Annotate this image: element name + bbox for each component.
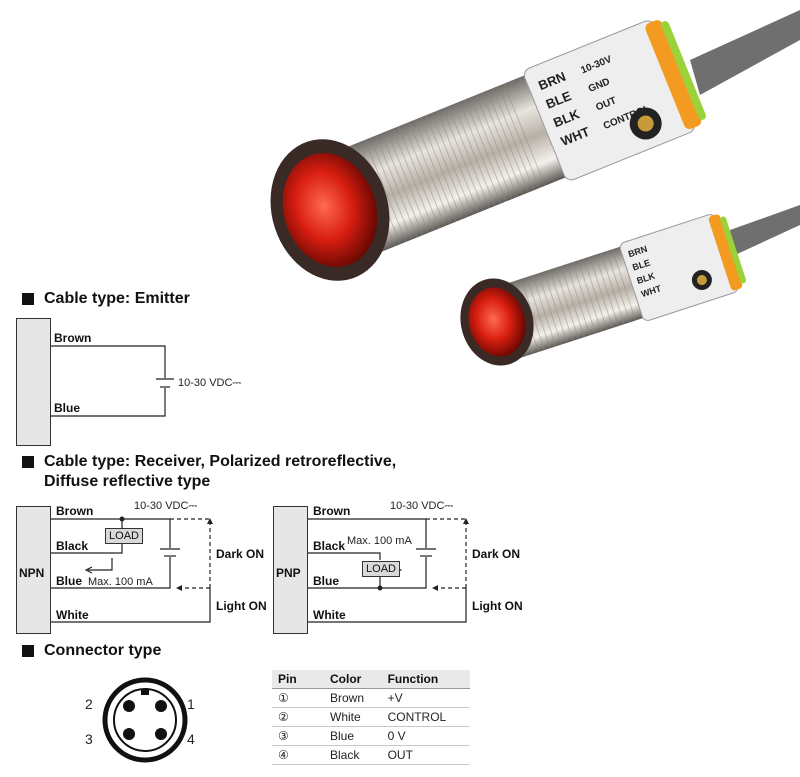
connector-pin-2 xyxy=(123,700,135,712)
emitter-wire-brown: Brown xyxy=(54,331,92,345)
npn-supply-label: 10-30 VDC⎓ xyxy=(134,500,198,512)
pnp-sensor-box xyxy=(273,506,308,634)
table-cell-function: OUT xyxy=(381,745,470,765)
connector-section-heading: Connector type xyxy=(22,641,161,661)
pnp-max-current: Max. 100 mA xyxy=(347,535,412,547)
pnp-wire-white: White xyxy=(313,608,346,622)
npn-sensor-box xyxy=(16,506,51,634)
emitter-wire-blue: Blue xyxy=(54,401,81,415)
receiver-section-heading: Cable type: Receiver, Polarized retroref… xyxy=(22,452,396,492)
table-cell-function: 0 V xyxy=(381,726,470,746)
table-row: ② White CONTROL xyxy=(272,707,470,727)
table-row: ① Brown +V xyxy=(272,688,470,708)
connector-pin-3 xyxy=(123,728,135,740)
table-cell-color: Brown xyxy=(324,688,382,708)
connector-pin-label-4: 4 xyxy=(187,731,195,747)
table-header-function: Function xyxy=(381,670,470,689)
pnp-wire-brown: Brown xyxy=(313,504,351,518)
heading-bullet xyxy=(22,645,34,657)
emitter-supply-label: 10-30 VDC⎓ xyxy=(178,377,242,389)
npn-dark-on: Dark ON xyxy=(216,547,265,561)
pnp-dark-on: Dark ON xyxy=(472,547,521,561)
connector-pin-label-2: 2 xyxy=(85,696,93,712)
table-cell-color: Blue xyxy=(324,726,382,746)
table-header-color: Color xyxy=(324,670,382,689)
table-cell-function: CONTROL xyxy=(381,707,470,727)
table-header-pin: Pin xyxy=(272,670,324,689)
table-cell-pin: ② xyxy=(272,707,324,727)
npn-max-current: Max. 100 mA xyxy=(88,576,153,588)
pnp-wire-blue: Blue xyxy=(313,574,340,588)
heading-bullet xyxy=(22,293,34,305)
connector-pin-4 xyxy=(155,728,167,740)
table-cell-function: +V xyxy=(381,688,470,708)
npn-light-on: Light ON xyxy=(216,599,267,613)
table-row: ③ Blue 0 V xyxy=(272,726,470,746)
connector-pin-label-1: 1 xyxy=(187,696,195,712)
table-cell-pin: ④ xyxy=(272,745,324,765)
pnp-load-box: LOAD xyxy=(362,561,400,577)
npn-wire-blue: Blue xyxy=(56,574,83,588)
table-header-row: Pin Color Function xyxy=(272,670,470,689)
pin-function-table: Pin Color Function ① Brown +V ② White CO… xyxy=(272,670,470,765)
connector-pin-diagram xyxy=(102,677,188,763)
table-row: ④ Black OUT xyxy=(272,745,470,765)
npn-wire-white: White xyxy=(56,608,89,622)
connector-pin-1 xyxy=(155,700,167,712)
table-cell-pin: ① xyxy=(272,688,324,708)
pnp-type-label: PNP xyxy=(276,566,301,580)
pnp-light-on: Light ON xyxy=(472,599,523,613)
table-cell-color: Black xyxy=(324,745,382,765)
emitter-sensor-box xyxy=(16,318,51,446)
table-cell-pin: ③ xyxy=(272,726,324,746)
pnp-supply-label: 10-30 VDC⎓ xyxy=(390,500,454,512)
pnp-wire-black: Black xyxy=(313,539,346,553)
connector-pin-label-3: 3 xyxy=(85,731,93,747)
npn-wire-brown: Brown xyxy=(56,504,94,518)
sensor-product-photo: BRN BLE BLK WHT 10-30V GND OUT CONTROL B… xyxy=(270,10,800,366)
npn-wire-black: Black xyxy=(56,539,89,553)
heading-bullet xyxy=(22,456,34,468)
table-cell-color: White xyxy=(324,707,382,727)
npn-type-label: NPN xyxy=(19,566,45,580)
emitter-section-heading: Cable type: Emitter xyxy=(22,289,190,309)
npn-load-box: LOAD xyxy=(105,528,143,544)
